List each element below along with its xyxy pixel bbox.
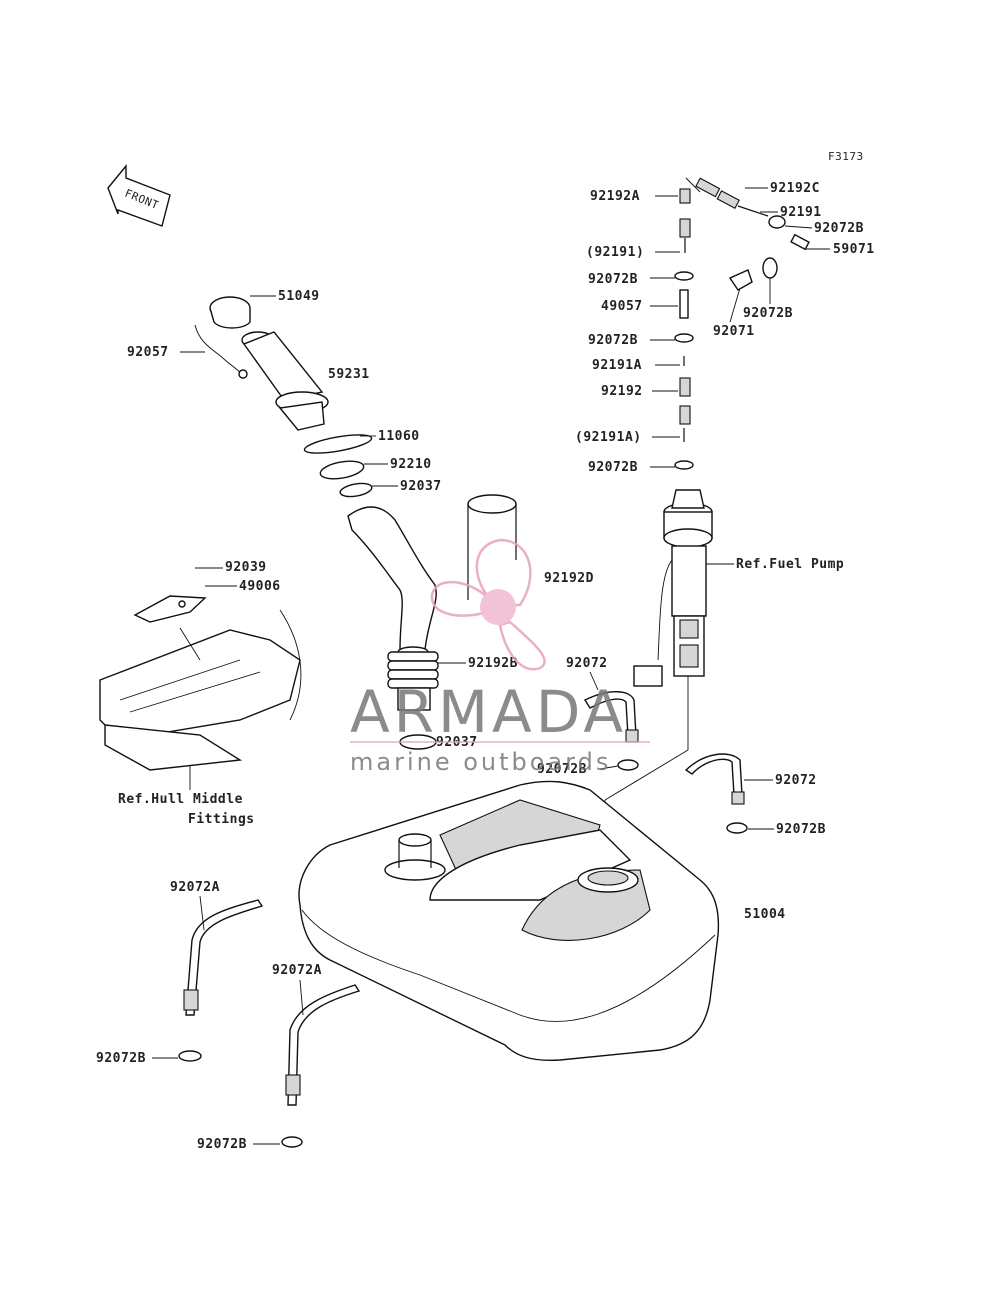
label-49057: 49057 (601, 299, 643, 314)
label-92072A-2: 92072A (272, 963, 322, 978)
propeller-logo-icon (430, 538, 546, 671)
filler-hose: 92192B 92037 (347, 506, 518, 750)
label-92072B-8: 92072B (96, 1051, 146, 1066)
label-92192: 92192 (601, 384, 643, 399)
label-92072-1: 92072 (566, 656, 608, 671)
watermark-brand: ARMADA (350, 678, 627, 746)
filler-assembly: 51049 92057 59231 11060 92210 92037 (127, 289, 442, 498)
label-92072B-5: 92072B (588, 460, 638, 475)
label-92210: 92210 (390, 457, 432, 472)
label-92192B: 92192B (468, 656, 518, 671)
label-59231: 59231 (328, 367, 370, 382)
label-92191-paren: (92191) (586, 245, 644, 260)
label-92072B-1: 92072B (814, 221, 864, 236)
watermark-tagline: marine outboards (350, 748, 611, 776)
label-92191: 92191 (780, 205, 822, 220)
right-labels: 92192A 92192C 92191 92072B (92191) 59071… (575, 181, 875, 475)
label-ref-hull-2: Fittings (188, 812, 255, 827)
label-92072B-3: 92072B (588, 333, 638, 348)
label-92192A: 92192A (590, 189, 640, 204)
front-arrow-icon: FRONT (107, 164, 171, 227)
strap-center: 92072 92072B (537, 656, 639, 777)
valve-assembly (674, 177, 810, 470)
label-49006: 49006 (239, 579, 281, 594)
strap-lower-left: 92072A 92072B (96, 880, 264, 1066)
label-92039: 92039 (225, 560, 267, 575)
label-92192C: 92192C (770, 181, 820, 196)
label-92072B-4: 92072B (743, 306, 793, 321)
label-92191A: 92191A (592, 358, 642, 373)
label-ref-fuel-pump: Ref.Fuel Pump (736, 557, 844, 572)
label-92072-2: 92072 (775, 773, 817, 788)
label-92191A-paren: (92191A) (575, 430, 642, 445)
label-92072B-2: 92072B (588, 272, 638, 287)
label-59071: 59071 (833, 242, 875, 257)
vent-hose: 92192D (467, 494, 594, 600)
label-92192D: 92192D (544, 571, 594, 586)
label-92072A-1: 92072A (170, 880, 220, 895)
label-92072B-7: 92072B (776, 822, 826, 837)
fuel-tank: 51004 (298, 780, 786, 1062)
label-11060: 11060 (378, 429, 420, 444)
strap-right: 92072 92072B (684, 753, 826, 837)
label-ref-hull-1: Ref.Hull Middle (118, 792, 243, 807)
armada-watermark: ARMADA marine outboards (350, 538, 650, 776)
figure-code: F3173 (828, 150, 864, 163)
strap-lower-mid: 92072A 92072B (197, 963, 361, 1152)
label-92072B-9: 92072B (197, 1137, 247, 1152)
corrugation (387, 651, 439, 689)
hull-fittings-inset: 92039 49006 Ref.Hull Middle Fittings (99, 560, 302, 827)
label-51049: 51049 (278, 289, 320, 304)
label-92071: 92071 (713, 324, 755, 339)
label-92057: 92057 (127, 345, 169, 360)
label-92037-1: 92037 (400, 479, 442, 494)
fuel-pump: Ref.Fuel Pump (633, 489, 844, 687)
label-92072B-6: 92072B (537, 762, 587, 777)
label-51004: 51004 (744, 907, 786, 922)
